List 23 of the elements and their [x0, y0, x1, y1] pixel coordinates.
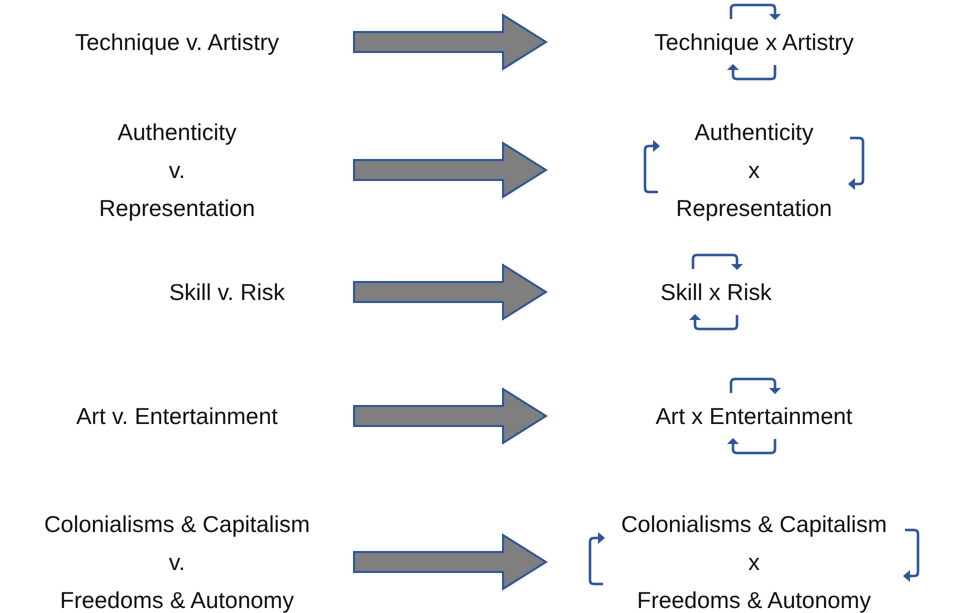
- block-arrow: [353, 533, 548, 591]
- block-arrow: [353, 13, 548, 71]
- label-text: Skill v. Risk: [169, 278, 285, 307]
- label-text: Freedoms & Autonomy: [637, 586, 871, 613]
- label-text: Art v. Entertainment: [76, 402, 278, 431]
- label-text: x: [748, 156, 760, 185]
- label-text: Colonialisms & Capitalism: [621, 510, 887, 539]
- label-text: Representation: [676, 194, 832, 223]
- label-text: Authenticity: [118, 118, 236, 147]
- label-text: Freedoms & Autonomy: [60, 586, 294, 613]
- label-text: Skill x Risk: [660, 278, 772, 307]
- label-text: v.: [168, 548, 186, 577]
- label-text: Authenticity: [694, 118, 814, 147]
- label-text: v.: [168, 156, 186, 185]
- label-text: Art x Entertainment: [656, 402, 852, 431]
- block-arrow: [353, 141, 548, 199]
- label-text: Technique x Artistry: [654, 28, 854, 57]
- label-text: x: [748, 548, 760, 577]
- label-text: Representation: [99, 194, 255, 223]
- block-arrow: [353, 263, 548, 321]
- block-arrow: [353, 387, 548, 445]
- label-text: Technique v. Artistry: [74, 28, 280, 57]
- label-text: Colonialisms & Capitalism: [44, 510, 310, 539]
